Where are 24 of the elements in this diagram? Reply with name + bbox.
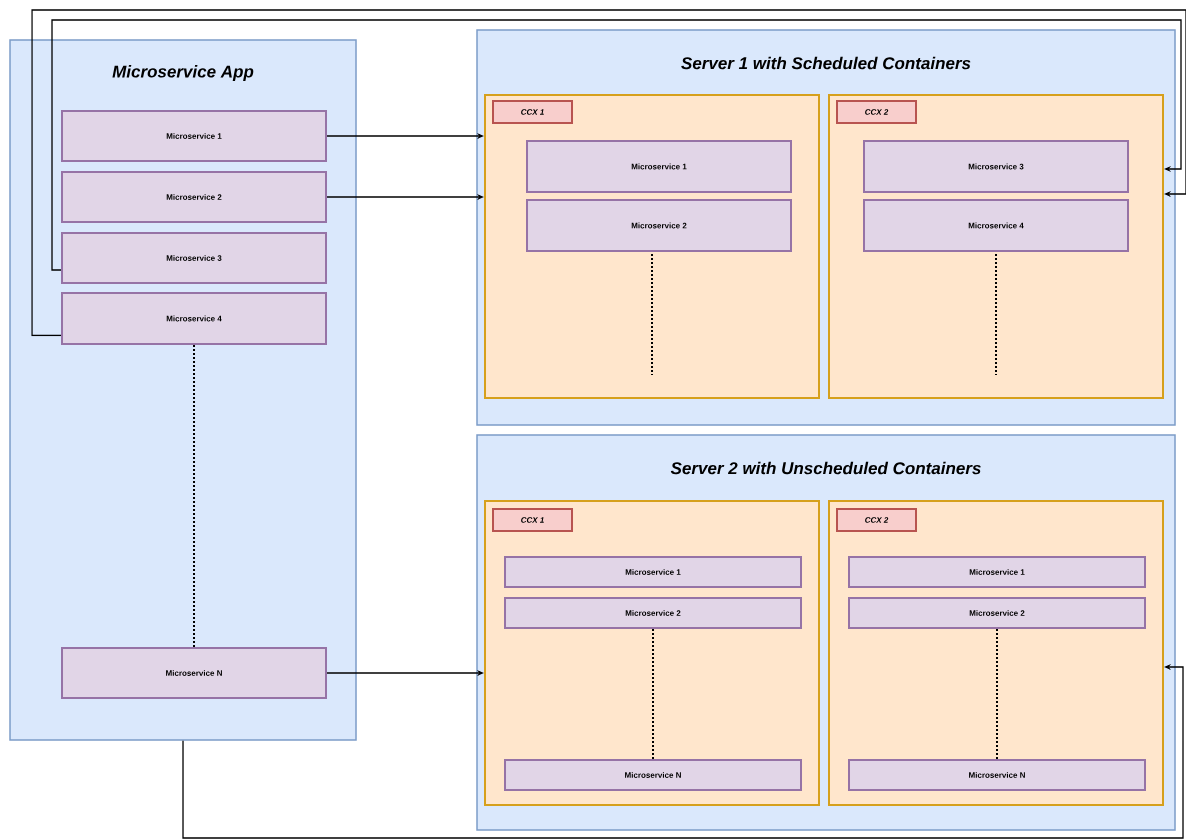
ccx-tag: CCX 1 xyxy=(492,508,573,532)
microservice-box: Microservice 2 xyxy=(61,171,327,223)
microservice-box: Microservice N xyxy=(504,759,802,791)
microservice-box: Microservice 1 xyxy=(61,110,327,162)
dotted-line xyxy=(193,344,195,648)
microservice-box: Microservice 4 xyxy=(863,199,1129,252)
dotted-line xyxy=(652,628,654,760)
microservice-box: Microservice 1 xyxy=(848,556,1146,588)
microservice-box: Microservice 3 xyxy=(61,232,327,284)
ccx-tag: CCX 2 xyxy=(836,100,917,124)
ccx-tag: CCX 2 xyxy=(836,508,917,532)
microservice-box: Microservice 3 xyxy=(863,140,1129,193)
ccx-tag: CCX 1 xyxy=(492,100,573,124)
microservice-box: Microservice 2 xyxy=(526,199,792,252)
arrow xyxy=(51,19,1182,271)
arrow xyxy=(31,9,1186,337)
microservice-box: Microservice N xyxy=(848,759,1146,791)
microservice-box: Microservice 2 xyxy=(504,597,802,629)
microservice-box: Microservice 2 xyxy=(848,597,1146,629)
microservice-box: Microservice 1 xyxy=(504,556,802,588)
microservice-box: Microservice 4 xyxy=(61,292,327,345)
dotted-line xyxy=(996,628,998,760)
microservice-box: Microservice 1 xyxy=(526,140,792,193)
microservice-box: Microservice N xyxy=(61,647,327,699)
